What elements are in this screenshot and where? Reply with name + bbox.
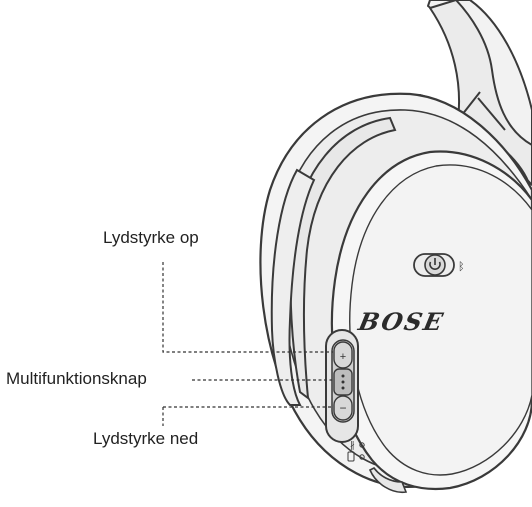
minus-icon: − xyxy=(339,401,346,415)
multifunction-button[interactable] xyxy=(334,369,352,395)
callout-volume-up: Lydstyrke op xyxy=(103,228,199,248)
callout-multifunction: Multifunktionsknap xyxy=(6,369,147,389)
bluetooth-small-icon: ∦ xyxy=(350,441,355,451)
callout-volume-down: Lydstyrke ned xyxy=(93,429,198,449)
bluetooth-icon: ᛒ xyxy=(458,260,465,273)
volume-up-button[interactable]: + xyxy=(334,342,352,368)
brand-logo: BOSE xyxy=(355,307,447,336)
volume-down-button[interactable]: − xyxy=(334,396,352,420)
svg-text:BOSE: BOSE xyxy=(355,307,447,336)
plus-icon: + xyxy=(340,351,346,363)
